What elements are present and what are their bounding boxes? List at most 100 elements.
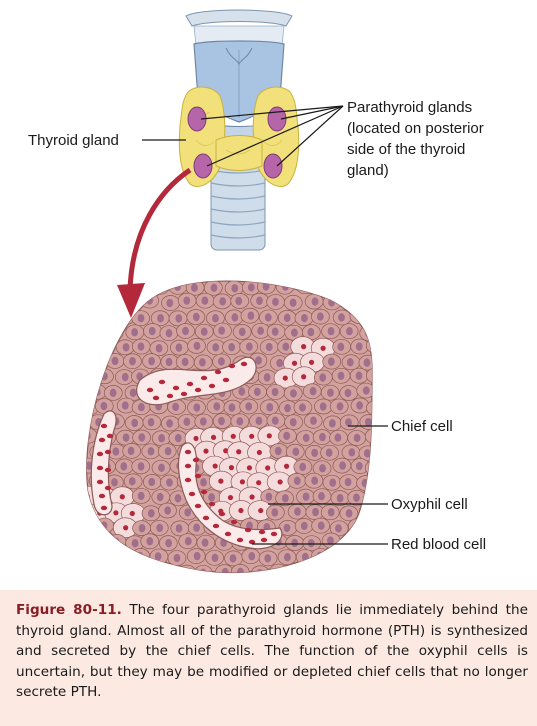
cell-nucleus <box>191 283 198 292</box>
cell-nucleus <box>363 358 371 367</box>
cell-nucleus <box>238 387 246 396</box>
chief-cell <box>86 293 91 310</box>
cell-nucleus <box>86 343 94 353</box>
chief-cell <box>86 443 88 460</box>
figure-number: Figure 80-11. <box>16 602 122 618</box>
cell-nucleus <box>181 357 189 367</box>
cell-nucleus <box>373 282 380 290</box>
cell-nucleus <box>86 553 90 563</box>
red-blood-cell <box>188 491 196 497</box>
cell-nucleus <box>266 403 274 412</box>
cell-nucleus <box>338 313 345 322</box>
cell-nucleus <box>93 357 101 367</box>
cell-nucleus <box>164 268 171 276</box>
chief-cell <box>250 565 270 573</box>
cell-nucleus <box>111 356 119 366</box>
chief-cell <box>105 563 125 573</box>
cell-nucleus <box>184 508 192 517</box>
cell-nucleus <box>256 296 263 305</box>
cell-nucleus <box>102 312 110 321</box>
cell-nucleus <box>310 416 317 425</box>
cell-nucleus <box>337 281 345 290</box>
cell-nucleus <box>110 328 118 337</box>
cell-nucleus <box>271 416 279 425</box>
cell-nucleus <box>265 465 271 471</box>
chief-cell <box>86 307 97 324</box>
cell-nucleus <box>193 341 201 351</box>
cell-nucleus <box>147 566 155 573</box>
red-blood-cell <box>228 363 236 369</box>
chief-cell <box>96 281 116 294</box>
chief-cell <box>88 354 108 370</box>
cell-nucleus <box>93 537 100 547</box>
cell-nucleus <box>238 507 244 514</box>
thyroid-gland-label: Thyroid gland <box>28 132 119 149</box>
cell-nucleus <box>137 313 145 323</box>
chief-cell <box>96 308 116 325</box>
cell-nucleus <box>231 284 239 293</box>
cell-nucleus <box>127 446 135 456</box>
cell-nucleus <box>347 268 354 276</box>
cell-nucleus <box>293 566 301 573</box>
chief-cell <box>105 266 123 281</box>
cell-nucleus <box>157 282 165 292</box>
cell-nucleus <box>112 447 120 456</box>
cell-nucleus <box>369 463 373 473</box>
cell-nucleus <box>155 344 163 353</box>
cell-nucleus <box>119 494 125 500</box>
cell-nucleus <box>307 327 315 337</box>
chief-cell <box>178 264 196 279</box>
red-blood-cell <box>104 467 112 473</box>
cell-nucleus <box>326 269 333 277</box>
cell-nucleus <box>246 465 253 471</box>
cell-nucleus <box>262 282 270 291</box>
red-blood-cell <box>200 489 208 495</box>
cell-nucleus <box>148 356 156 366</box>
parathyroid-gland <box>263 153 283 179</box>
cell-nucleus <box>238 327 246 337</box>
cell-nucleus <box>264 554 272 563</box>
cell-nucleus <box>228 403 236 412</box>
chief-cell <box>89 564 109 573</box>
red-blood-cell <box>244 527 252 533</box>
cell-nucleus <box>256 480 262 486</box>
cell-nucleus <box>334 433 342 442</box>
cell-nucleus <box>275 268 282 276</box>
cell-nucleus <box>172 402 180 412</box>
cell-nucleus <box>228 465 235 471</box>
cell-nucleus <box>325 448 333 457</box>
cell-nucleus <box>192 312 200 322</box>
cell-nucleus <box>284 403 291 413</box>
cell-nucleus <box>93 268 100 276</box>
cell-nucleus <box>247 311 255 320</box>
cell-nucleus <box>146 537 154 546</box>
cell-nucleus <box>76 387 83 395</box>
cell-nucleus <box>212 463 218 469</box>
cell-nucleus <box>193 403 201 412</box>
cell-nucleus <box>363 449 371 458</box>
cell-nucleus <box>291 267 298 275</box>
cell-nucleus <box>121 401 129 410</box>
cell-nucleus <box>281 494 289 503</box>
cell-nucleus <box>371 492 373 501</box>
cell-nucleus <box>131 328 139 337</box>
cell-nucleus <box>291 360 298 366</box>
cell-nucleus <box>218 478 224 484</box>
cell-nucleus <box>311 267 318 275</box>
cell-nucleus <box>291 328 298 337</box>
chief-cell <box>359 564 373 573</box>
cell-nucleus <box>319 464 326 473</box>
cell-nucleus <box>129 357 136 366</box>
chief-cell <box>338 563 358 573</box>
chief-cell <box>301 565 321 573</box>
cell-nucleus <box>111 478 118 487</box>
chief-cell <box>286 563 306 573</box>
chief-cell <box>270 264 288 279</box>
cell-nucleus <box>374 522 381 530</box>
red-blood-cell <box>218 511 226 517</box>
cell-nucleus <box>361 478 369 488</box>
cell-nucleus <box>272 297 279 307</box>
cell-nucleus <box>74 447 81 455</box>
red-blood-cell <box>184 477 192 483</box>
cell-nucleus <box>166 419 173 428</box>
